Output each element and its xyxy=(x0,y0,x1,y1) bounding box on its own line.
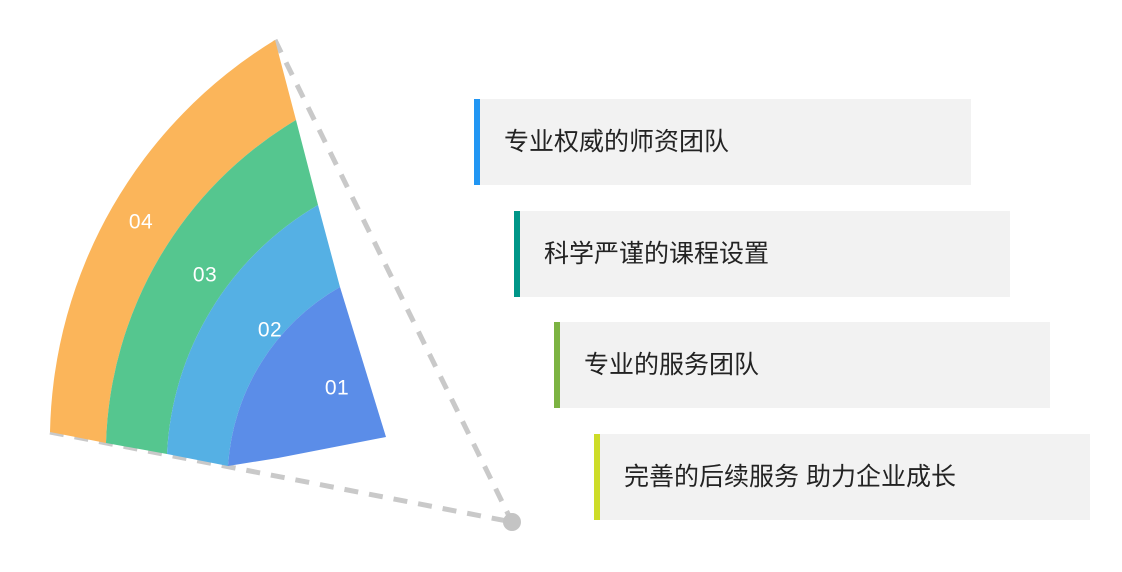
feature-item-3[interactable]: 专业的服务团队 xyxy=(554,322,1050,408)
arc-label-02: 02 xyxy=(258,319,282,342)
feature-item-2[interactable]: 科学严谨的课程设置 xyxy=(514,211,1010,297)
arc-segment-04[interactable] xyxy=(50,40,296,443)
arc-label-03: 03 xyxy=(193,264,217,287)
feature-label-1: 专业权威的师资团队 xyxy=(504,127,730,156)
arc-segment-01[interactable] xyxy=(228,287,386,466)
feature-item-4[interactable]: 完善的后续服务 助力企业成长 xyxy=(594,434,1090,520)
fan-diagram: 04 03 02 01 xyxy=(49,38,521,531)
feature-panel-3: 专业的服务团队 xyxy=(560,322,1050,408)
arc-label-01: 01 xyxy=(325,377,349,400)
feature-label-2: 科学严谨的课程设置 xyxy=(544,239,770,268)
feature-label-3: 专业的服务团队 xyxy=(584,350,760,379)
accent-bar-3 xyxy=(554,322,560,408)
feature-panel-4: 完善的后续服务 助力企业成长 xyxy=(600,434,1090,520)
feature-item-1[interactable]: 专业权威的师资团队 xyxy=(474,99,971,185)
feature-label-4: 完善的后续服务 助力企业成长 xyxy=(624,462,956,491)
arc-label-04: 04 xyxy=(129,211,153,234)
convergence-point-icon xyxy=(503,513,521,531)
arc-segment-02[interactable] xyxy=(167,205,340,466)
arc-segment-03[interactable] xyxy=(106,120,318,454)
guide-line-bottom xyxy=(49,429,513,525)
accent-bar-1 xyxy=(474,99,480,185)
feature-panel-2: 科学严谨的课程设置 xyxy=(520,211,1010,297)
feature-panel-1: 专业权威的师资团队 xyxy=(480,99,971,185)
accent-bar-2 xyxy=(514,211,520,297)
accent-bar-4 xyxy=(594,434,600,520)
